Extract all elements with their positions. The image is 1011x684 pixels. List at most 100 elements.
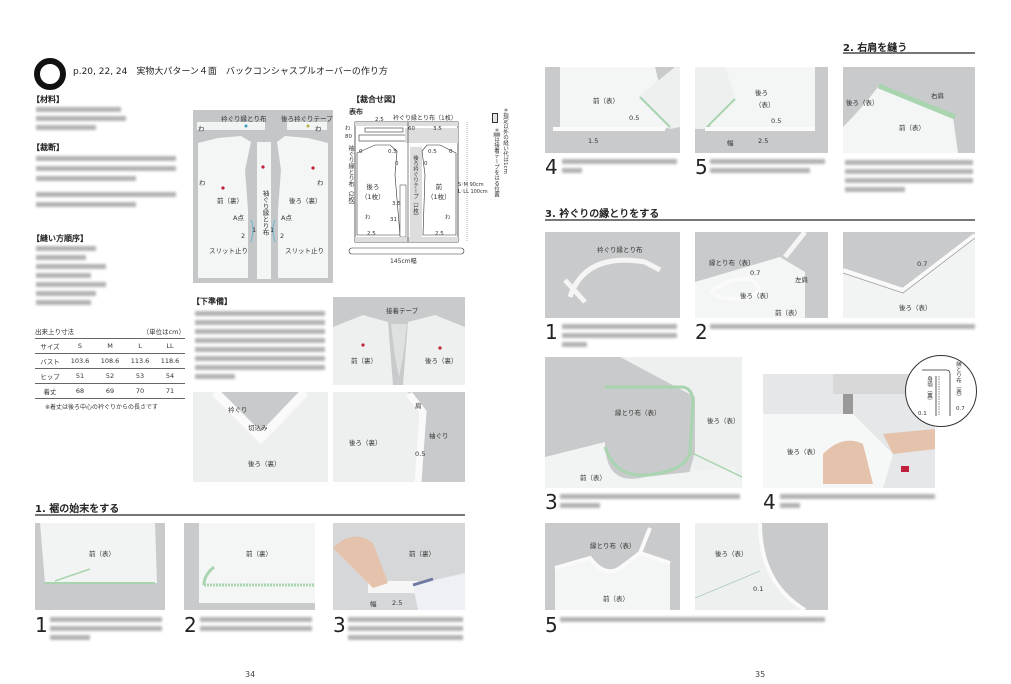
label: 2 <box>280 232 285 240</box>
section-1-title: 1. 裾の始末をする <box>35 504 120 515</box>
blurred-text <box>348 617 463 622</box>
step-photo: 後ろ（表） 0.1 <box>695 523 828 610</box>
label: 右肩 <box>931 92 944 100</box>
label: 衿ぐり縁とり布 <box>597 246 643 254</box>
label: 145cm幅 <box>390 258 417 265</box>
label: 0.5 <box>415 450 426 458</box>
step-number: 2 <box>184 613 197 637</box>
cutting-layout-diagram: 表布 衿ぐり縁とり布（1枚） 袖ぐり縁とり布（2枚） 後ろ （1枚） 前 （1枚… <box>345 105 510 275</box>
dimension: 31 <box>390 217 397 223</box>
blurred-text <box>195 338 325 343</box>
blurred-text <box>36 264 106 269</box>
step-number: 1 <box>545 320 558 344</box>
cell: 113.6 <box>125 353 155 369</box>
divider <box>545 219 975 221</box>
blurred-text <box>562 159 677 164</box>
step-photo: 前（表） 0.5 1.5 <box>545 67 680 153</box>
label: 0.5 <box>771 117 782 125</box>
step-photo: 後ろ （表） 0.5 幅 2.5 <box>695 67 828 153</box>
label: 縁とり布（表） <box>709 259 755 267</box>
label: 前（表） <box>593 97 619 105</box>
label: 切込み <box>248 424 268 432</box>
label: 0.7 <box>750 269 761 277</box>
label: （表） <box>755 101 775 109</box>
pattern-pieces-photo: 衿ぐり縁とり布 後ろ衿ぐりテープ わ わ わ わ 前（裏） 後ろ（裏） 袖ぐり縁… <box>193 110 333 283</box>
header-cell: S <box>65 339 95 354</box>
label: 身頃（裏） <box>926 376 932 404</box>
layout-diagram-heading: 【裁合せ図】 <box>352 95 400 104</box>
label: 後ろ（裏） <box>289 197 322 205</box>
blurred-text <box>50 626 162 631</box>
label: 衿ぐり <box>228 406 248 414</box>
label: 後ろ（表） <box>740 292 773 300</box>
blurred-text <box>195 320 325 325</box>
label: 後ろ（裏） <box>248 460 281 468</box>
label: 後ろ （1枚） <box>361 183 385 201</box>
label: 後ろ（表） <box>899 304 932 312</box>
blurred-text <box>36 273 91 278</box>
cell: 71 <box>155 383 185 399</box>
blurred-text <box>36 116 126 121</box>
label: スリット止り <box>209 247 248 255</box>
label: 幅 <box>370 600 377 608</box>
cell: 70 <box>125 383 155 399</box>
dimension: 0 <box>424 161 428 167</box>
divider <box>843 52 975 54</box>
label: 後ろ衿ぐりテープ <box>281 115 333 123</box>
blurred-text <box>845 187 905 192</box>
label: 前 （1枚） <box>427 183 451 201</box>
cell: 54 <box>155 368 185 384</box>
blurred-text <box>195 356 325 361</box>
prep-photo-3: 肩 袖ぐり 後ろ（裏） 0.5 <box>333 392 465 482</box>
step-number: 4 <box>763 490 776 514</box>
label: 2 <box>241 232 246 240</box>
label: 0.7 <box>917 260 928 268</box>
size-table-unit: （単位はcm） <box>142 328 185 336</box>
cell: 69 <box>95 383 125 399</box>
header-cell: LL <box>155 339 185 354</box>
label: 後ろ <box>755 89 768 97</box>
cell: 68 <box>65 383 95 399</box>
dimension: わ <box>365 215 371 221</box>
blurred-text <box>50 617 162 622</box>
adhesive-tape-swatch <box>492 113 498 123</box>
label: 後ろ（表） <box>787 448 820 456</box>
label: 後ろ（裏） <box>425 357 458 365</box>
step-photo: 前（裏） 幅 2.5 <box>333 523 465 610</box>
step-photo: 前（裏） <box>184 523 315 610</box>
label: 2.5 <box>392 599 403 607</box>
blurred-text <box>36 300 91 305</box>
step-number: 2 <box>695 320 708 344</box>
label: 袖ぐり <box>429 432 449 440</box>
blurred-text <box>562 168 582 173</box>
label: 袖ぐり縁とり布 <box>261 190 269 236</box>
label: 肩 <box>415 402 422 410</box>
label: 後ろ（表） <box>715 550 748 558</box>
step-photo: 前（表） <box>35 523 165 610</box>
cell: 103.6 <box>65 353 95 369</box>
prep-photo-1: 接着テープ 前（裏） 後ろ（裏） <box>333 297 465 385</box>
label: 後ろ（表） <box>846 99 879 107</box>
prep-photo-2: 衿ぐり 切込み 後ろ（裏） <box>193 392 328 482</box>
step-number: 4 <box>545 155 558 179</box>
label: わ <box>199 179 206 187</box>
label: 前（表） <box>89 550 115 558</box>
label: わ <box>315 125 322 133</box>
label: 前（表） <box>580 474 606 482</box>
step-number: 3 <box>545 490 558 514</box>
step-photo: 0.7 後ろ（表） <box>843 232 975 318</box>
sewing-machine-photo: 後ろ（表） <box>763 374 935 488</box>
label: 2.5 <box>758 137 769 145</box>
dimension: 2.5 <box>367 231 376 237</box>
label: 後ろ（裏） <box>349 439 382 447</box>
label: 左肩 <box>795 276 808 284</box>
label: 1.5 <box>588 137 599 145</box>
dimension: 60 <box>408 126 415 132</box>
size-table-note: ※着丈は後ろ中心の衿ぐりからの長さです <box>45 404 159 411</box>
label: 衿ぐり縁とり布 <box>221 115 267 123</box>
cell: 51 <box>65 368 95 384</box>
blurred-text <box>36 166 176 171</box>
